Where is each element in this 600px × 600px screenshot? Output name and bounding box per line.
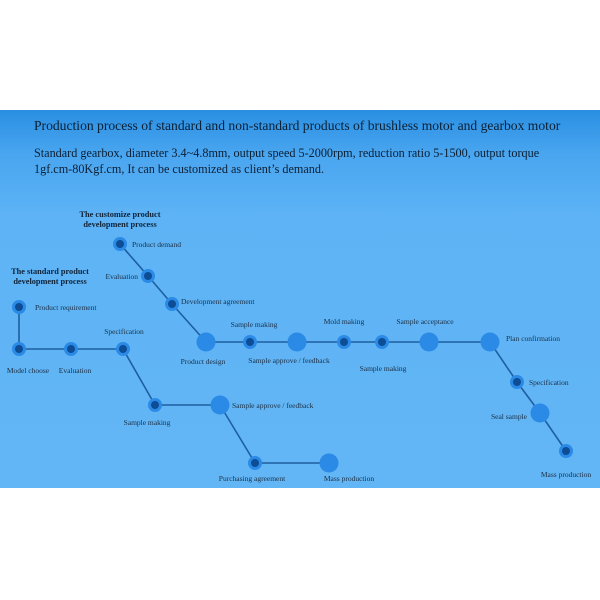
label-specification-custom: Specification (529, 378, 569, 387)
label-product-design: Product design (181, 357, 226, 366)
node-sample-approve-custom (287, 332, 307, 352)
label-model-choose: Model choose (7, 366, 50, 375)
node-product-demand (113, 237, 127, 251)
process-diagram: The customize product development proces… (7, 210, 591, 483)
node-evaluation-standard (64, 342, 78, 356)
label-sample-approve-custom: Sample approve / feedback (248, 356, 330, 365)
page-title: Production process of standard and non-s… (34, 118, 561, 133)
node-mold-making (337, 335, 351, 349)
label-purchasing-agreement: Purchasing agreement (219, 474, 286, 483)
node-seal-sample (530, 403, 550, 423)
custom-heading-line1: The customize product (80, 210, 161, 219)
label-sample-approve-standard: Sample approve / feedback (232, 401, 314, 410)
node-sample-making-standard (148, 398, 162, 412)
label-product-requirement: Product requirement (35, 303, 97, 312)
label-sample-acceptance: Sample acceptance (396, 317, 454, 326)
node-mass-production-custom (559, 444, 573, 458)
label-specification-standard: Specification (104, 327, 144, 336)
label-sample-making-custom: Sample making (231, 320, 278, 329)
label-plan-confirmation: Plan confirmation (506, 334, 560, 343)
node-specification-standard (116, 342, 130, 356)
node-development-agreement (165, 297, 179, 311)
node-sample-acceptance (419, 332, 439, 352)
node-plan-confirmation (480, 332, 500, 352)
node-specification-custom (510, 375, 524, 389)
label-mass-production-standard: Mass production (324, 474, 374, 483)
label-sample-making-standard: Sample making (124, 418, 171, 427)
label-evaluation-standard: Evaluation (59, 366, 92, 375)
node-product-requirement (12, 300, 26, 314)
standard-process-line (18, 307, 329, 464)
label-mold-making: Mold making (324, 317, 365, 326)
node-purchasing-agreement (248, 456, 262, 470)
custom-heading-line2: development process (83, 220, 157, 229)
label-seal-sample: Seal sample (491, 412, 528, 421)
page-subtitle: Standard gearbox, diameter 3.4~4.8mm, ou… (34, 146, 540, 176)
process-banner: Production process of standard and non-s… (0, 110, 600, 488)
node-sample-approve-standard (210, 395, 230, 415)
standard-heading-line2: development process (13, 277, 87, 286)
node-mass-production-standard (319, 453, 339, 473)
standard-heading-line1: The standard product (11, 267, 89, 276)
node-product-design (196, 332, 216, 352)
label-evaluation-custom: Evaluation (106, 272, 139, 281)
node-model-choose (12, 342, 26, 356)
label-development-agreement: Development agreement (181, 297, 255, 306)
node-sample-making-custom (243, 335, 257, 349)
node-sample-making-2 (375, 335, 389, 349)
node-evaluation-custom (141, 269, 155, 283)
label-product-demand: Product demand (132, 240, 181, 249)
label-mass-production-custom: Mass production (541, 470, 591, 479)
label-sample-making-2: Sample making (360, 364, 407, 373)
